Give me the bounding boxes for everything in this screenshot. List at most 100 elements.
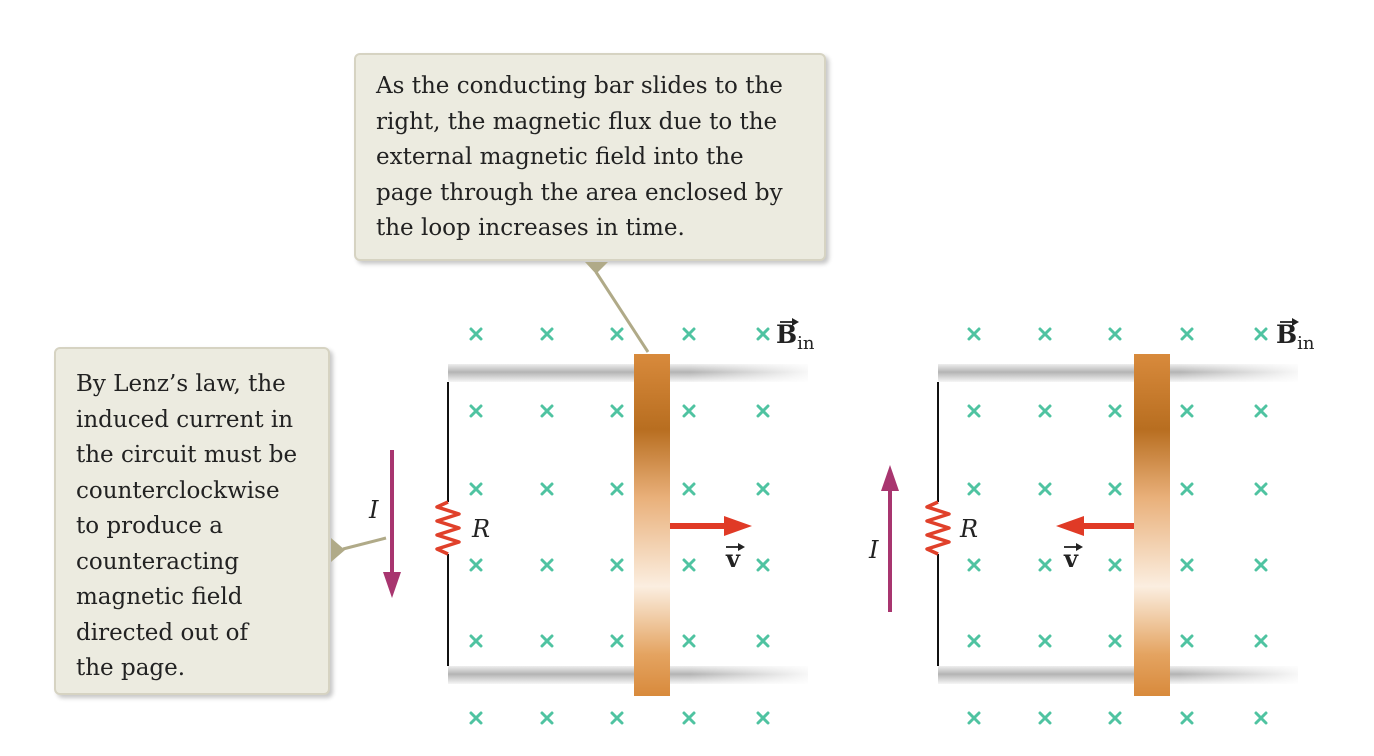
field-x-marker xyxy=(1108,634,1122,648)
field-x-marker xyxy=(540,711,554,725)
field-x-marker xyxy=(610,558,624,572)
field-x-marker xyxy=(610,404,624,418)
field-x-marker xyxy=(1254,482,1268,496)
vector-bar-head xyxy=(792,318,799,326)
field-x-marker xyxy=(1254,558,1268,572)
callout-line: directed out of xyxy=(76,619,249,646)
velocity-label: v xyxy=(725,544,741,573)
field-x-marker xyxy=(469,482,483,496)
field-x-marker xyxy=(682,711,696,725)
current-label: I xyxy=(868,536,879,564)
conducting-bar xyxy=(634,354,670,696)
callout-line: As the conducting bar slides to the xyxy=(376,73,783,99)
field-label: Bin xyxy=(1276,320,1315,354)
vector-bar-head xyxy=(1292,318,1299,326)
panel-right: R I v Bin xyxy=(868,318,1315,725)
callout-left-leader xyxy=(342,536,387,551)
field-x-marker xyxy=(1180,558,1194,572)
callout-line: magnetic field xyxy=(76,584,243,610)
field-x-marker xyxy=(967,711,981,725)
field-x-marker xyxy=(1254,404,1268,418)
callout-left-pointer xyxy=(331,538,345,562)
field-x-marker xyxy=(1180,482,1194,496)
field-x-marker xyxy=(1038,558,1052,572)
field-x-marker xyxy=(469,634,483,648)
callout-top-pointer xyxy=(585,262,608,274)
field-x-marker xyxy=(1180,634,1194,648)
top-rail-fade xyxy=(1180,364,1298,382)
current-arrow-head xyxy=(383,572,401,598)
field-x-marker xyxy=(1108,404,1122,418)
resistor xyxy=(925,500,951,556)
field-x-marker xyxy=(540,558,554,572)
current-label: I xyxy=(368,496,379,524)
field-x-marker xyxy=(469,558,483,572)
resistor-label: R xyxy=(959,515,978,543)
callout-line: the circuit must be xyxy=(76,442,298,468)
field-x-marker xyxy=(610,634,624,648)
callout-line: counteracting xyxy=(76,548,239,575)
resistor-label: R xyxy=(471,515,490,543)
field-x-marker xyxy=(610,327,624,341)
field-x-marker xyxy=(1038,634,1052,648)
field-x-marker xyxy=(1180,711,1194,725)
field-x-marker xyxy=(682,482,696,496)
field-x-marker xyxy=(756,482,770,496)
field-x-marker xyxy=(540,404,554,418)
field-x-marker xyxy=(682,558,696,572)
field-x-marker xyxy=(1108,558,1122,572)
field-x-marker xyxy=(682,404,696,418)
field-x-marker xyxy=(682,327,696,341)
field-x-marker xyxy=(1254,327,1268,341)
bottom-rail-fade xyxy=(1180,666,1298,684)
field-x-marker xyxy=(1038,711,1052,725)
field-x-marker xyxy=(967,482,981,496)
resistor xyxy=(435,500,461,556)
field-x-marker xyxy=(1038,482,1052,496)
field-x-marker xyxy=(1254,711,1268,725)
field-x-marker xyxy=(967,634,981,648)
callout-line: the page. xyxy=(76,655,186,681)
callout-line: induced current in xyxy=(76,406,294,433)
field-x-marker xyxy=(469,404,483,418)
field-x-marker xyxy=(1108,482,1122,496)
field-x-marker xyxy=(1038,404,1052,418)
field-x-marker xyxy=(967,327,981,341)
field-x-marker xyxy=(756,558,770,572)
field-x-marker xyxy=(1180,327,1194,341)
field-x-marker xyxy=(1108,327,1122,341)
field-x-marker xyxy=(540,482,554,496)
field-x-marker xyxy=(756,634,770,648)
field-markers xyxy=(469,327,770,725)
callout-lenz-law: By Lenz’s law, the induced current in th… xyxy=(54,347,330,695)
callout-line: right, the magnetic flux due to the xyxy=(376,108,778,135)
field-x-marker xyxy=(967,404,981,418)
callout-top-leader xyxy=(594,271,650,353)
conducting-bar xyxy=(1134,354,1170,696)
velocity-arrow-head xyxy=(1056,516,1084,536)
field-x-marker xyxy=(540,634,554,648)
field-x-marker xyxy=(756,404,770,418)
field-x-marker xyxy=(1180,404,1194,418)
callout-line: the loop increases in time. xyxy=(376,215,685,241)
field-x-marker xyxy=(469,711,483,725)
field-x-marker xyxy=(1038,327,1052,341)
field-x-marker xyxy=(610,482,624,496)
field-x-marker xyxy=(756,711,770,725)
callout-line: By Lenz’s law, the xyxy=(76,371,286,397)
field-x-marker xyxy=(1108,711,1122,725)
field-markers xyxy=(967,327,1268,725)
panel-left: R I v Bin xyxy=(368,318,815,725)
callout-line: counterclockwise xyxy=(76,477,280,504)
field-x-marker xyxy=(610,711,624,725)
callout-line: to produce a xyxy=(76,513,224,539)
callout-line: external magnetic field into the xyxy=(376,144,744,170)
field-x-marker xyxy=(540,327,554,341)
field-x-marker xyxy=(967,558,981,572)
bottom-rail-fade xyxy=(690,666,808,684)
vector-bar-head xyxy=(1076,543,1083,551)
velocity-arrow-head xyxy=(724,516,752,536)
current-arrow-head xyxy=(881,465,899,491)
field-x-marker xyxy=(469,327,483,341)
